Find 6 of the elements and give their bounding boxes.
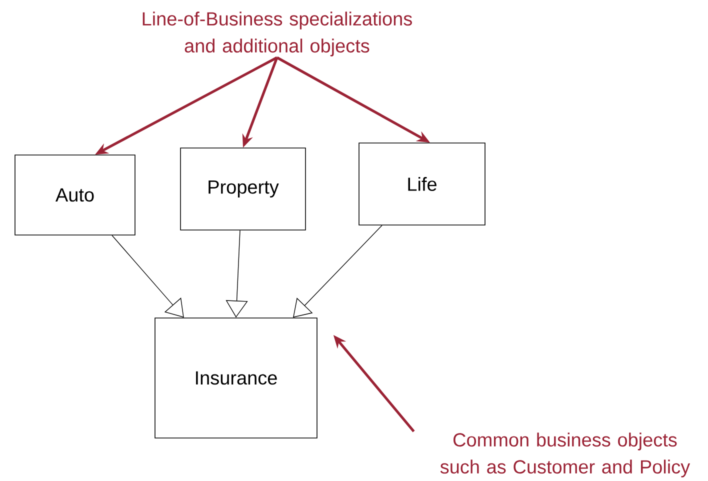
- class-box: Auto: [14, 154, 136, 236]
- class-box: Insurance: [154, 318, 318, 438]
- class-box: Life: [358, 142, 486, 226]
- annotation-text: Common business objects such as Customer and Policy: [440, 432, 690, 478]
- annotation-text: Line-of-Business specializations and additional objects: [142, 12, 412, 56]
- class-box: Property: [180, 148, 306, 230]
